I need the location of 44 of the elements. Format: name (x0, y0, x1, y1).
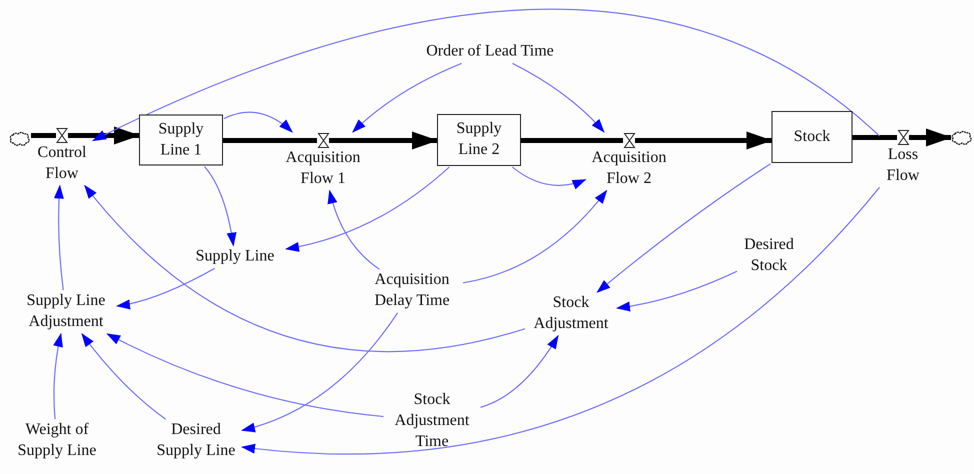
flow-label: Acquisition Flow 2 (590, 148, 668, 189)
arrow (480, 334, 559, 408)
variable-label: Supply Line Adjustment (16, 291, 116, 333)
flow-label: Control Flow (36, 143, 88, 184)
variable-label: Stock Adjustment Time (384, 390, 480, 452)
flow-label: Loss Flow (886, 145, 920, 186)
variable-label: Order of Lead Time (405, 42, 575, 62)
flow-pipe (329, 132, 438, 150)
arrow (204, 166, 236, 247)
flow-pipe (635, 132, 772, 150)
variable-label: Desired Stock (738, 235, 800, 277)
stock-box: Supply Line 1 (139, 114, 223, 166)
arrow (81, 333, 166, 420)
arrow (328, 190, 380, 270)
variable-label: Supply Line (185, 246, 285, 268)
variable-label: Weight of Supply Line (10, 420, 104, 462)
arrow (224, 112, 293, 133)
arrow (54, 184, 64, 290)
arrow (616, 270, 738, 312)
flow-pipe (909, 128, 952, 146)
flow-pipe (31, 133, 56, 138)
arrow (241, 187, 880, 454)
flow-pipe (223, 138, 317, 143)
flow-pipe (852, 135, 897, 140)
arrow (92, 8, 880, 142)
arrow (84, 184, 526, 352)
variable-label: Desired Supply Line (151, 420, 241, 462)
arrow (106, 333, 384, 418)
arrow (462, 190, 608, 284)
arrow (285, 166, 450, 252)
flow-label: Acquisition Flow 1 (284, 148, 362, 189)
stock-box: Stock (772, 111, 852, 163)
arrow (116, 268, 215, 310)
flow-pipe (521, 138, 623, 143)
variable-label: Stock Adjustment (526, 293, 616, 335)
arrow (241, 312, 398, 432)
arrow (53, 332, 64, 420)
arrow (596, 163, 771, 293)
variable-label: Acquisition Delay Time (362, 270, 462, 312)
arrow (512, 166, 586, 189)
arrow (352, 62, 462, 133)
stock-box: Supply Line 2 (437, 114, 521, 166)
flow-pipe (68, 126, 140, 144)
arrow (512, 62, 605, 133)
